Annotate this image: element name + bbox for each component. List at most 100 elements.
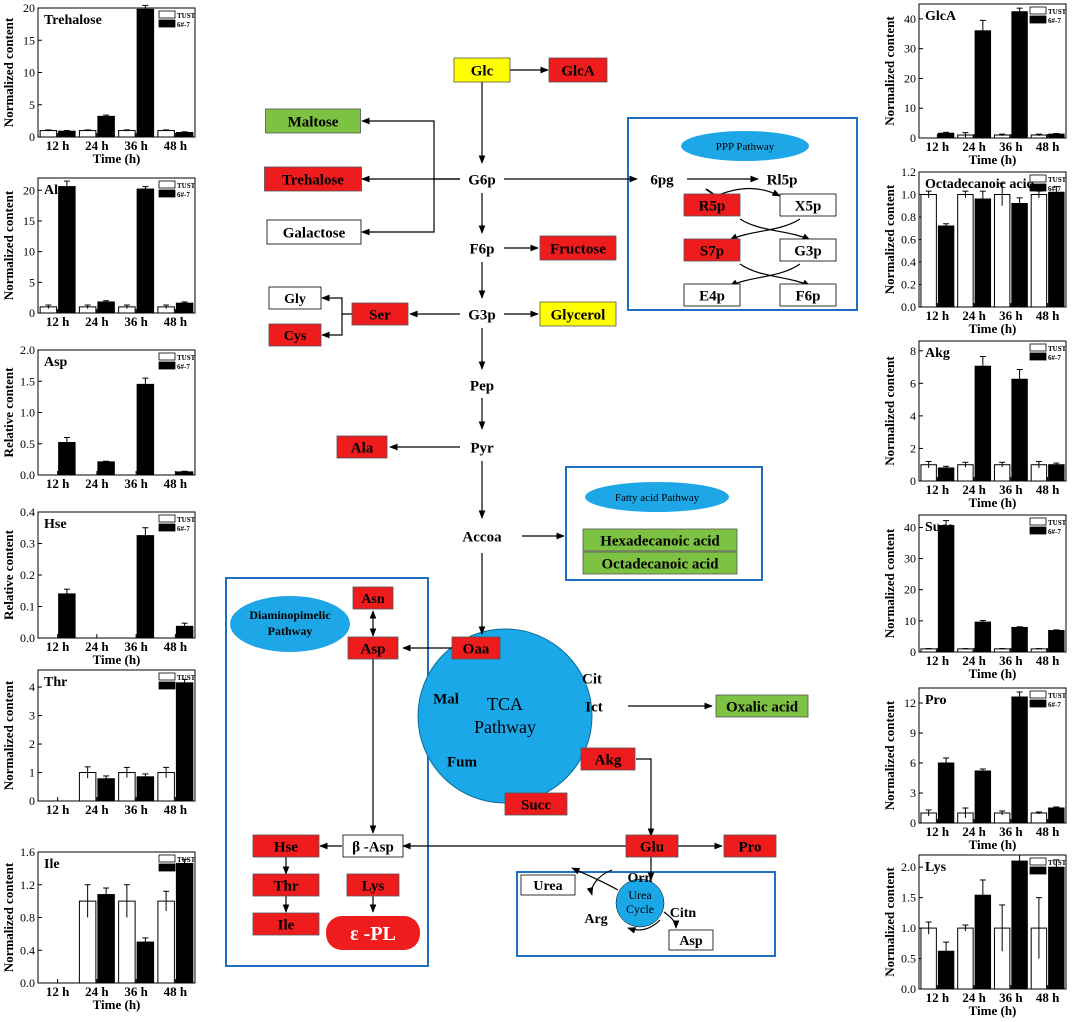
bar-tust-2: [993, 648, 1011, 653]
y-axis-label: Normalized content: [882, 528, 897, 638]
node-6pg: 6pg: [650, 172, 674, 188]
node-cit: Cit: [582, 671, 602, 687]
bar-mutant-3: [1048, 866, 1065, 990]
y-tick-label: 4: [910, 409, 916, 423]
chart-title: Trehalose: [44, 13, 102, 28]
node-box-x5p: [779, 193, 837, 217]
legend-label-tust: TUST: [1048, 692, 1067, 700]
y-tick-label: 0: [910, 645, 916, 659]
legend-swatch-tust: [158, 352, 176, 361]
bar-tust-2: [118, 130, 136, 138]
y-tick-label: 15: [23, 214, 35, 228]
x-axis-label: Time (h): [969, 152, 1017, 167]
bar-tust-0: [39, 130, 58, 138]
node-oxalic: Oxalic acid: [715, 694, 809, 718]
node-asn: Asn: [352, 586, 394, 610]
node-octa: Octadecanoic acid: [582, 551, 738, 575]
legend-swatch-tust: [1029, 857, 1047, 866]
bar-mutant-3: [175, 302, 194, 314]
x-tick-label: 48 h: [1036, 824, 1060, 839]
node-box-g3p_ppp: [779, 238, 837, 262]
node-label-x5p: X5p: [795, 198, 822, 214]
bar-tust-3: [1030, 194, 1048, 308]
x-tick-label: 24 h: [962, 139, 986, 154]
node-box-epl: [326, 916, 420, 950]
node-glycerol: Glycerol: [539, 301, 617, 327]
node-oaa: Oaa: [451, 636, 501, 660]
y-tick-label: 5: [29, 98, 35, 112]
node-e4p: E4p: [683, 283, 741, 307]
urea-label-1: Urea: [628, 888, 652, 902]
node-accoa: Accoa: [462, 529, 502, 545]
y-tick-label: 0.0: [20, 631, 35, 645]
y-tick-label: 5: [29, 275, 35, 289]
bar-tust-1: [957, 194, 974, 308]
node-label-g6p: G6p: [468, 172, 496, 188]
x-axis-label: Time (h): [969, 837, 1017, 852]
node-g3p_ppp: G3p: [779, 238, 837, 262]
node-box-glu: [625, 834, 679, 858]
chart-frame: [37, 669, 196, 802]
y-tick-label: 0.0: [901, 300, 916, 314]
node-gly: Gly: [268, 286, 322, 310]
x-tick-label: 12 h: [46, 476, 70, 491]
node-label-octa: Octadecanoic acid: [601, 556, 719, 572]
x-tick-label: 36 h: [124, 639, 148, 654]
node-label-glu: Glu: [640, 839, 664, 855]
node-akg: Akg: [580, 747, 636, 771]
bar-mutant-2: [136, 535, 155, 639]
x-tick-label: 36 h: [124, 314, 148, 329]
node-label-pyr: Pyr: [470, 440, 494, 456]
x-axis-label: Time (h): [93, 151, 141, 166]
node-box-ser: [351, 302, 409, 326]
node-glca: GlcA: [548, 57, 608, 83]
bar-mutant-3: [1048, 191, 1065, 308]
node-label-6pg: 6pg: [650, 172, 674, 188]
y-tick-label: 8: [910, 344, 916, 358]
node-label-ser: Ser: [369, 307, 391, 323]
bar-mutant-1: [97, 894, 115, 984]
x-tick-label: 24 h: [85, 984, 109, 999]
y-tick-label: 1: [29, 766, 35, 780]
legend-swatch-tust: [1029, 6, 1047, 15]
legend-label-tust: TUST: [1048, 8, 1067, 16]
y-tick-label: 6: [910, 376, 916, 390]
y-tick-label: 0.1: [20, 600, 35, 614]
node-box-urea: [520, 874, 576, 896]
node-s7p: S7p: [683, 238, 741, 262]
node-box-lys: [346, 873, 400, 897]
x-tick-label: 36 h: [999, 990, 1023, 1005]
node-glc: Glc: [453, 57, 511, 83]
chart-title: Lys: [925, 860, 947, 875]
y-tick-label: 10: [904, 614, 916, 628]
node-label-cys: Cys: [284, 329, 307, 344]
legend-swatch-tust: [158, 514, 176, 523]
node-label-pro: Pro: [738, 839, 761, 855]
chart-title: Akg: [925, 346, 950, 361]
legend-label-mutant: 6#-7: [177, 683, 190, 691]
node-box-oaa: [451, 636, 501, 660]
legend-swatch-mutant: [158, 863, 176, 872]
bar-mutant-0: [58, 130, 76, 138]
node-label-asp: Asp: [360, 641, 385, 657]
y-tick-label: 0.3: [20, 537, 35, 551]
node-label-e4p: E4p: [699, 288, 725, 304]
x-axis-label: Time (h): [969, 1003, 1017, 1018]
x-axis-label: Time (h): [93, 652, 141, 667]
bar-mutant-2: [136, 941, 155, 984]
legend-swatch-mutant: [1029, 866, 1047, 875]
node-box-galactose: [266, 219, 362, 245]
y-tick-label: 0.0: [901, 982, 916, 996]
y-tick-label: 0.4: [20, 505, 35, 519]
node-trehalose: Trehalose: [264, 166, 362, 192]
node-label-s7p: S7p: [700, 243, 724, 259]
node-label-rl5p: Rl5p: [767, 172, 798, 188]
legend-label-mutant: 6#-7: [177, 865, 190, 873]
y-tick-label: 15: [23, 33, 35, 47]
node-label-trehalose: Trehalose: [282, 172, 344, 188]
